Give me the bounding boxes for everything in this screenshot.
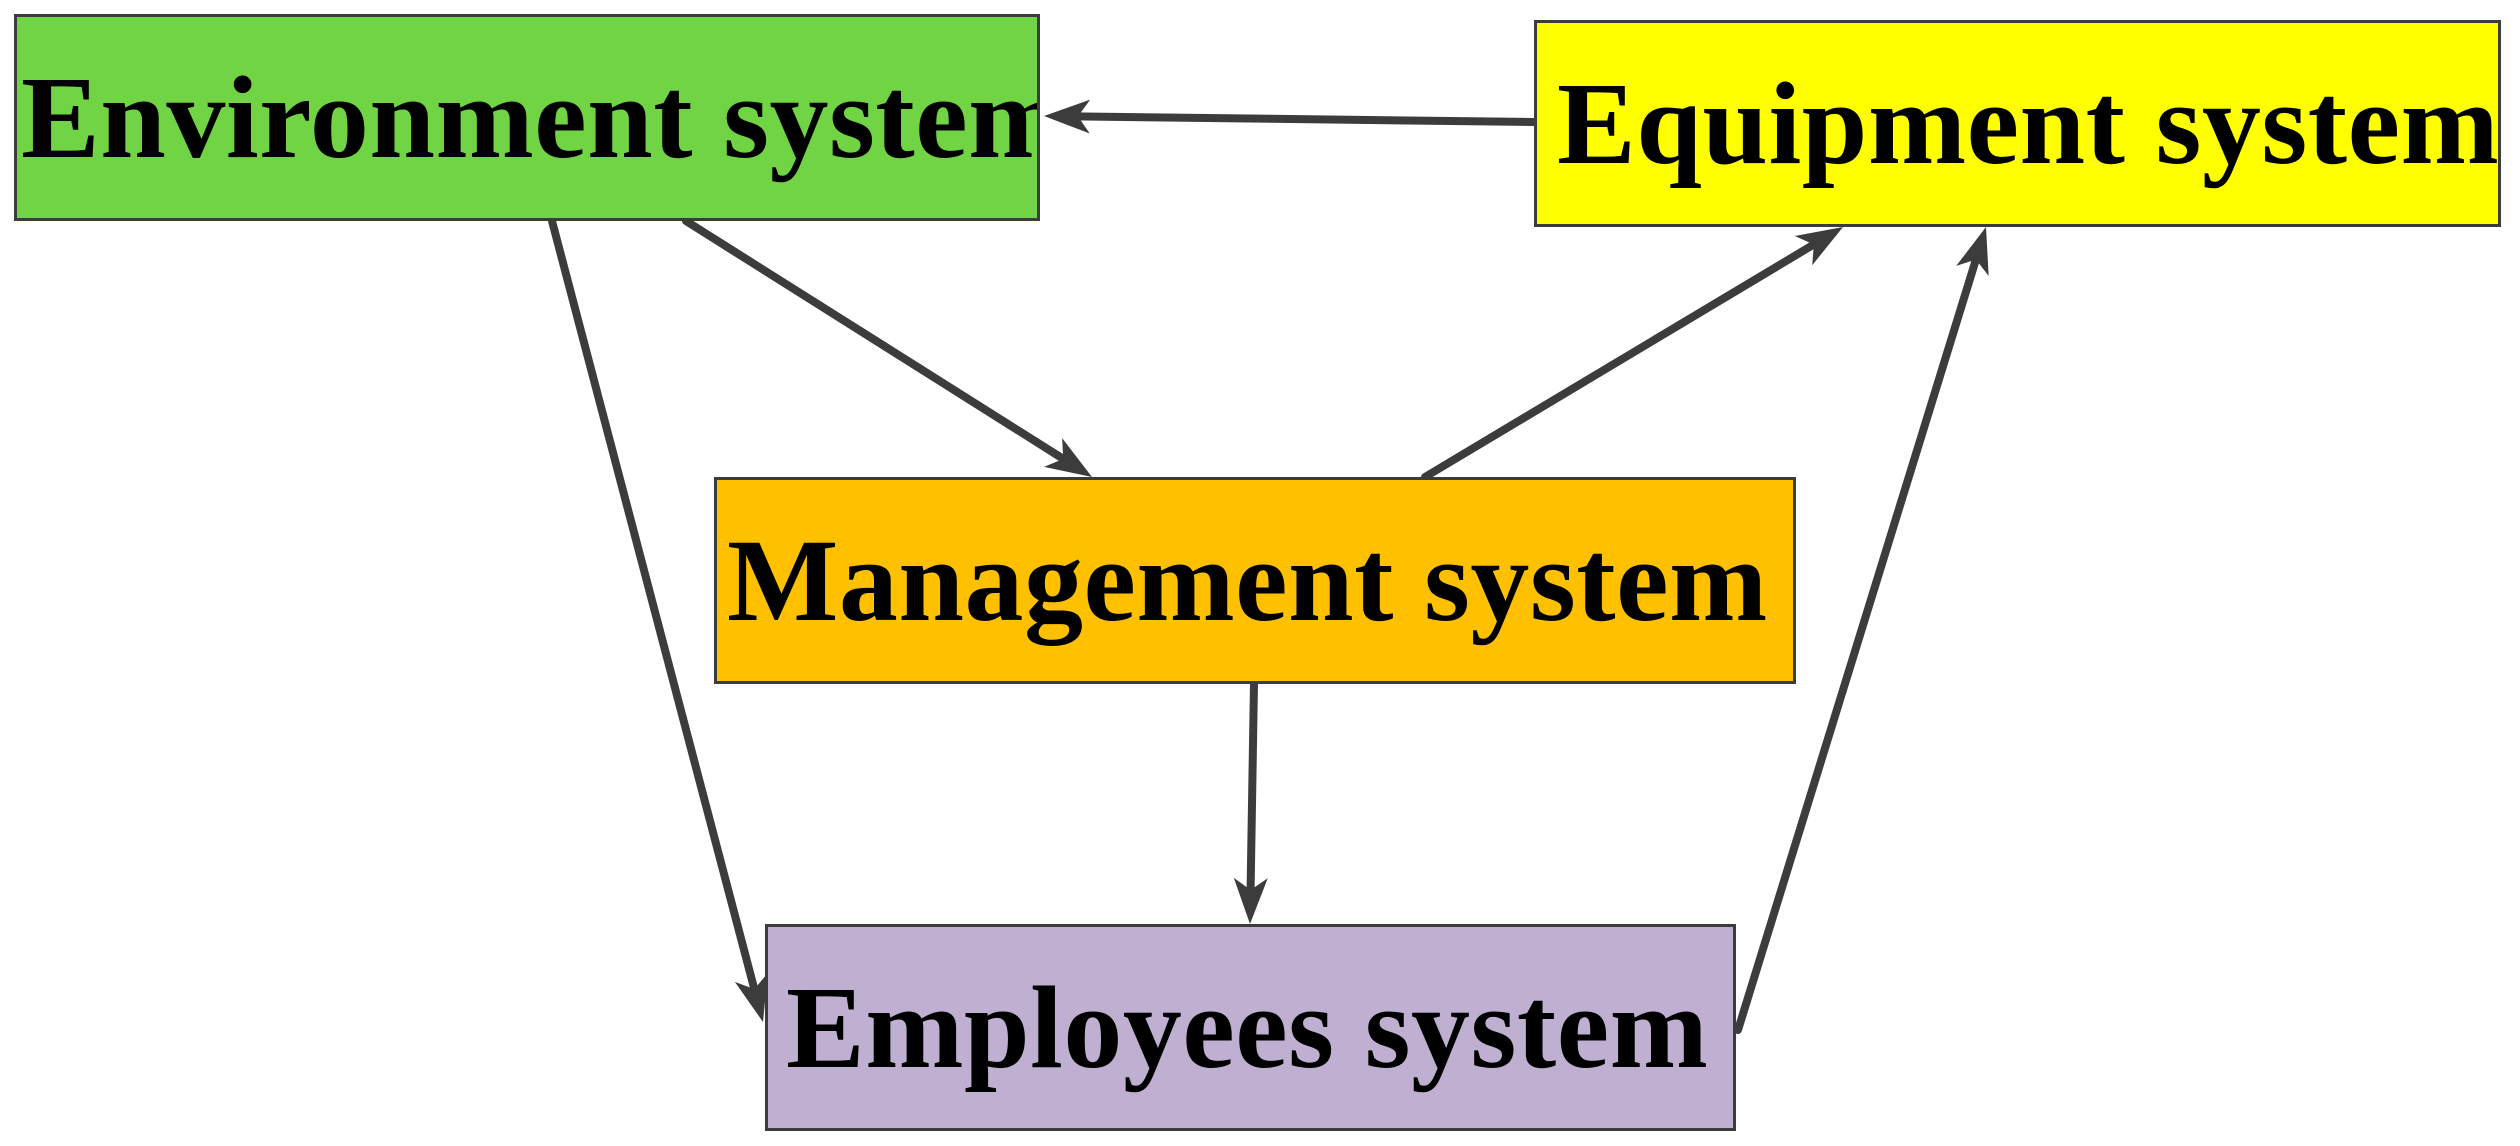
equipment-system-box: Equipment system bbox=[1534, 20, 2501, 227]
equipment-system-label: Equipment system bbox=[1557, 57, 2500, 189]
management-system-box: Management system bbox=[714, 477, 1796, 684]
environment-system-box: Environment system bbox=[14, 14, 1040, 221]
arrow-environment-to-management bbox=[682, 217, 1071, 465]
employees-system-box: Employees system bbox=[765, 924, 1736, 1131]
arrowhead-management-to-employees bbox=[1233, 877, 1268, 924]
employees-system-label: Employees system bbox=[786, 961, 1709, 1093]
arrow-equipment-to-environment bbox=[1070, 112, 1538, 126]
arrowhead-environment-to-employees bbox=[734, 973, 768, 1022]
arrow-environment-to-employees bbox=[548, 217, 760, 997]
arrow-management-to-equipment bbox=[1421, 238, 1821, 481]
arrowhead-employees-to-equipment bbox=[1956, 227, 1989, 276]
arrowhead-environment-to-management bbox=[1044, 438, 1092, 477]
arrowhead-equipment-to-environment bbox=[1044, 99, 1091, 134]
environment-system-label: Environment system bbox=[21, 51, 1040, 183]
arrow-management-to-employees bbox=[1246, 680, 1258, 898]
arrow-employees-to-equipment bbox=[1734, 252, 1981, 1034]
arrowhead-management-to-equipment bbox=[1794, 227, 1843, 266]
management-system-label: Management system bbox=[727, 514, 1768, 646]
